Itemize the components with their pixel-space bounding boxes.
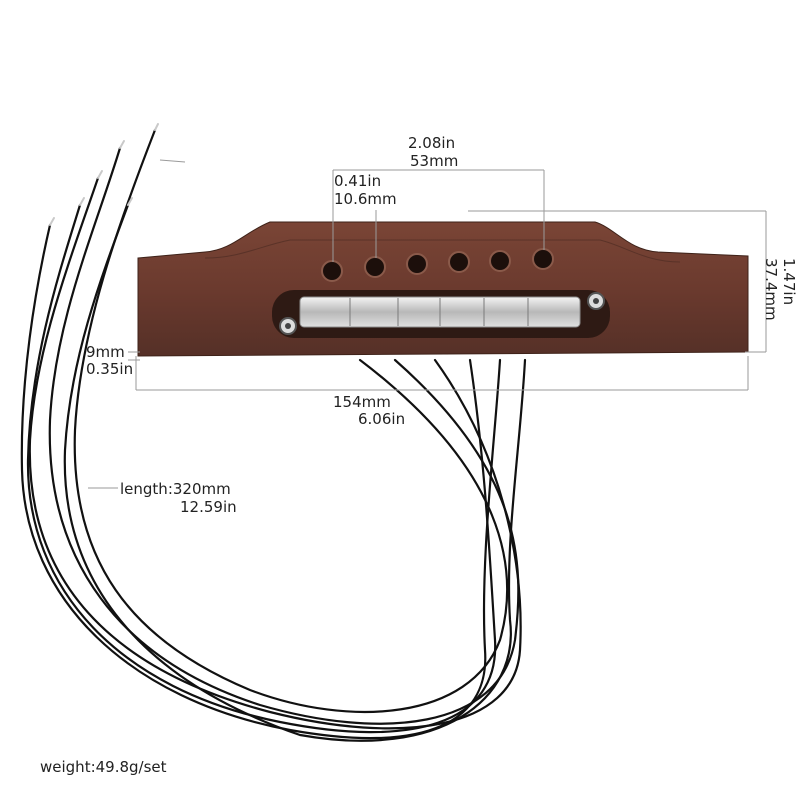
hole-spacing-mm-label: 10.6mm — [334, 190, 397, 208]
cable-length-mm-label: length:320mm — [120, 480, 231, 498]
screw-left-center — [285, 323, 291, 329]
screw-right-center — [593, 298, 599, 304]
cable-length-inch-label: 12.59in — [180, 498, 237, 516]
pin-hole-2 — [364, 256, 386, 278]
pin-hole-5 — [489, 250, 511, 272]
bridge-bevel — [204, 239, 681, 263]
dimension-lines — [88, 159, 767, 489]
pickup-wires — [20, 128, 527, 742]
height-mm-label: 37.4mm — [762, 258, 780, 321]
saddle-segments — [349, 298, 529, 326]
wire-5 — [20, 223, 502, 740]
pin-hole-1 — [321, 260, 343, 282]
wire-3 — [28, 176, 522, 730]
height-inch-label: 1.47in — [780, 258, 798, 306]
hole-spacing-inch-label: 0.41in — [334, 172, 382, 190]
thickness-mm-label: 9mm — [86, 343, 125, 361]
wire-4 — [26, 203, 497, 734]
pin-holes — [321, 248, 554, 282]
length-inch-label: 6.06in — [358, 410, 406, 428]
pin-hole-4 — [448, 251, 470, 273]
thickness-inch-label: 0.35in — [86, 360, 134, 378]
wire-6 — [63, 203, 527, 742]
length-mm-label: 154mm — [333, 393, 391, 411]
pin-hole-3 — [406, 253, 428, 275]
weight-label: weight:49.8g/set — [40, 758, 167, 776]
total-width-mm-label: 53mm — [410, 152, 459, 170]
total-width-inch-label: 2.08in — [408, 134, 456, 152]
pin-hole-6 — [532, 248, 554, 270]
wire-1 — [73, 128, 509, 714]
wire-tips — [49, 123, 159, 226]
